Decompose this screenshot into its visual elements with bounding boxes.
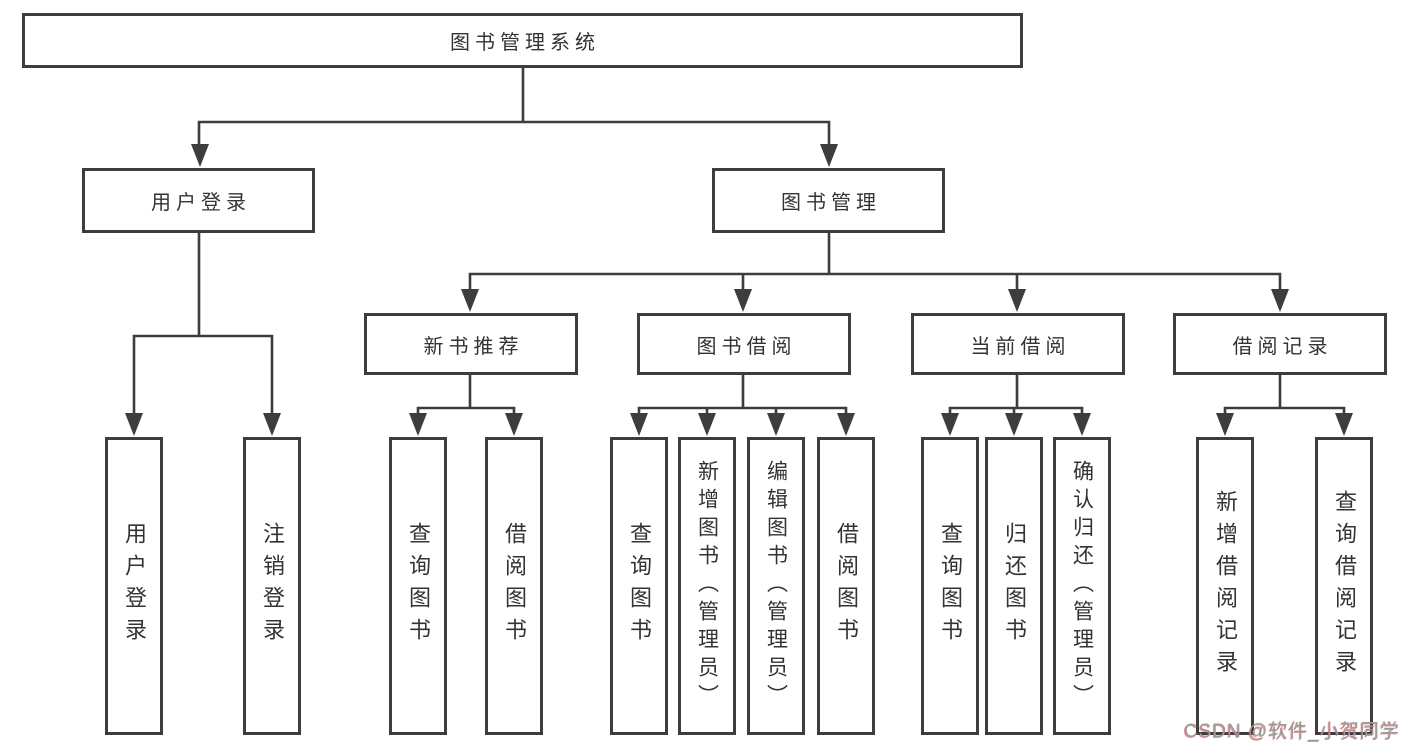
leaf-return-book: 归还图书 bbox=[985, 437, 1043, 735]
leaf-logout: 注销登录 bbox=[243, 437, 301, 735]
node-new-book-recommend: 新书推荐 bbox=[364, 313, 578, 375]
node-book-management: 图书管理 bbox=[712, 168, 945, 233]
leaf-user-login: 用户登录 bbox=[105, 437, 163, 735]
node-book-borrow: 图书借阅 bbox=[637, 313, 851, 375]
leaf-borrow-books: 借阅图书 bbox=[817, 437, 875, 735]
node-user-login: 用户登录 bbox=[82, 168, 315, 233]
leaf-query-books-current: 查询图书 bbox=[921, 437, 979, 735]
arrowheads bbox=[125, 144, 1353, 436]
node-current-borrow: 当前借阅 bbox=[911, 313, 1125, 375]
node-borrow-records: 借阅记录 bbox=[1173, 313, 1387, 375]
leaf-query-books-borrow: 查询图书 bbox=[610, 437, 668, 735]
leaf-query-books-recommend: 查询图书 bbox=[389, 437, 447, 735]
watermark: CSDN @软件_小贺同学 bbox=[1184, 721, 1400, 742]
leaf-confirm-return-admin: 确认归还（管理员） bbox=[1053, 437, 1111, 735]
leaf-edit-book-admin: 编辑图书（管理员） bbox=[747, 437, 805, 735]
leaf-borrow-books-recommend: 借阅图书 bbox=[485, 437, 543, 735]
leaf-query-borrow-record: 查询借阅记录 bbox=[1315, 437, 1373, 735]
leaf-add-borrow-record: 新增借阅记录 bbox=[1196, 437, 1254, 735]
node-root-system: 图书管理系统 bbox=[22, 13, 1023, 68]
leaf-add-book-admin: 新增图书（管理员） bbox=[678, 437, 736, 735]
